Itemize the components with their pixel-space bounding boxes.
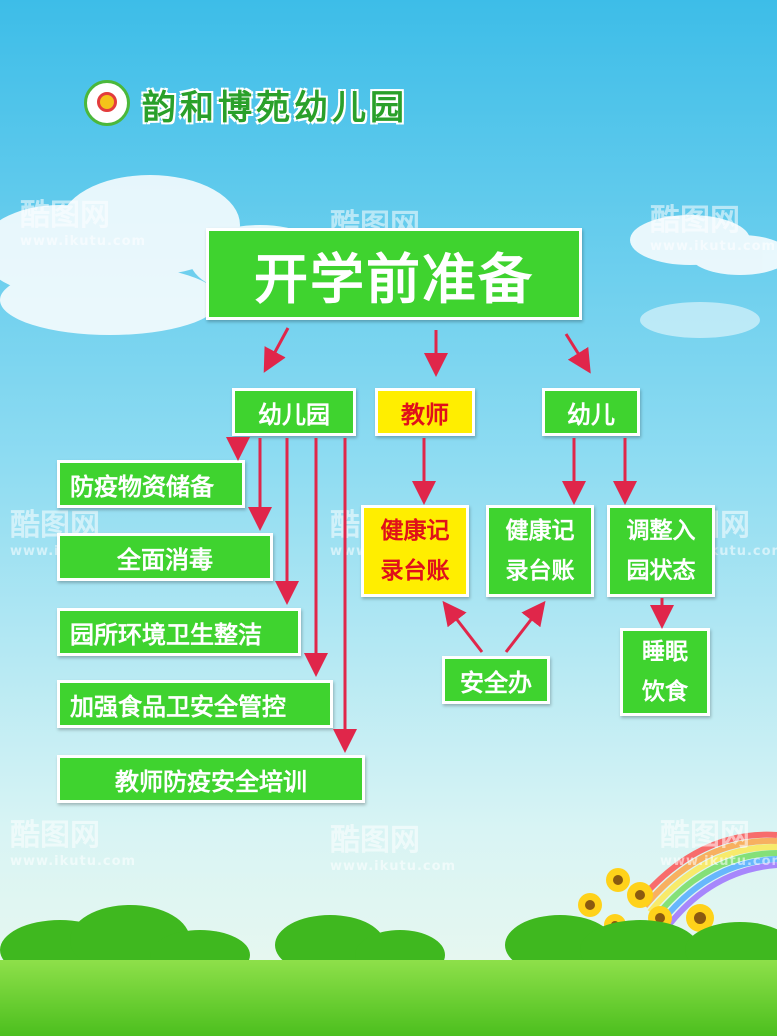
sleep-diet: 睡眠 饮食 — [620, 628, 710, 716]
child-health-record: 健康记 录台账 — [486, 505, 594, 597]
title-box: 开学前准备 — [206, 228, 582, 320]
clouds — [0, 175, 777, 338]
school-logo-icon — [84, 80, 130, 126]
branch-teacher: 教师 — [375, 388, 475, 436]
kindergarten-item: 防疫物资储备 — [57, 460, 245, 508]
kindergarten-item: 园所环境卫生整洁 — [57, 608, 301, 656]
child-adjust-state: 调整入 园状态 — [607, 505, 715, 597]
child-adjust-state-line2: 园状态 — [626, 558, 696, 584]
school-name: 韵和博苑幼儿园 — [142, 88, 408, 128]
rainbow — [637, 831, 777, 932]
kindergarten-item: 加强食品卫安全管控 — [57, 680, 333, 728]
child-adjust-state-line1: 调整入 — [626, 518, 696, 544]
safety-office: 安全办 — [442, 656, 550, 704]
kindergarten-item: 教师防疫安全培训 — [57, 755, 365, 803]
child-health-record-line2: 录台账 — [505, 558, 575, 584]
teacher-health-record-line2: 录台账 — [380, 558, 450, 584]
teacher-health-record-line1: 健康记 — [380, 518, 450, 544]
teacher-health-record: 健康记 录台账 — [361, 505, 469, 597]
sleep-diet-line1: 睡眠 — [642, 639, 688, 665]
branch-child: 幼儿 — [542, 388, 640, 436]
branch-kindergarten: 幼儿园 — [232, 388, 356, 436]
child-health-record-line1: 健康记 — [505, 518, 575, 544]
kindergarten-item: 全面消毒 — [57, 533, 273, 581]
sleep-diet-line2: 饮食 — [642, 679, 688, 705]
